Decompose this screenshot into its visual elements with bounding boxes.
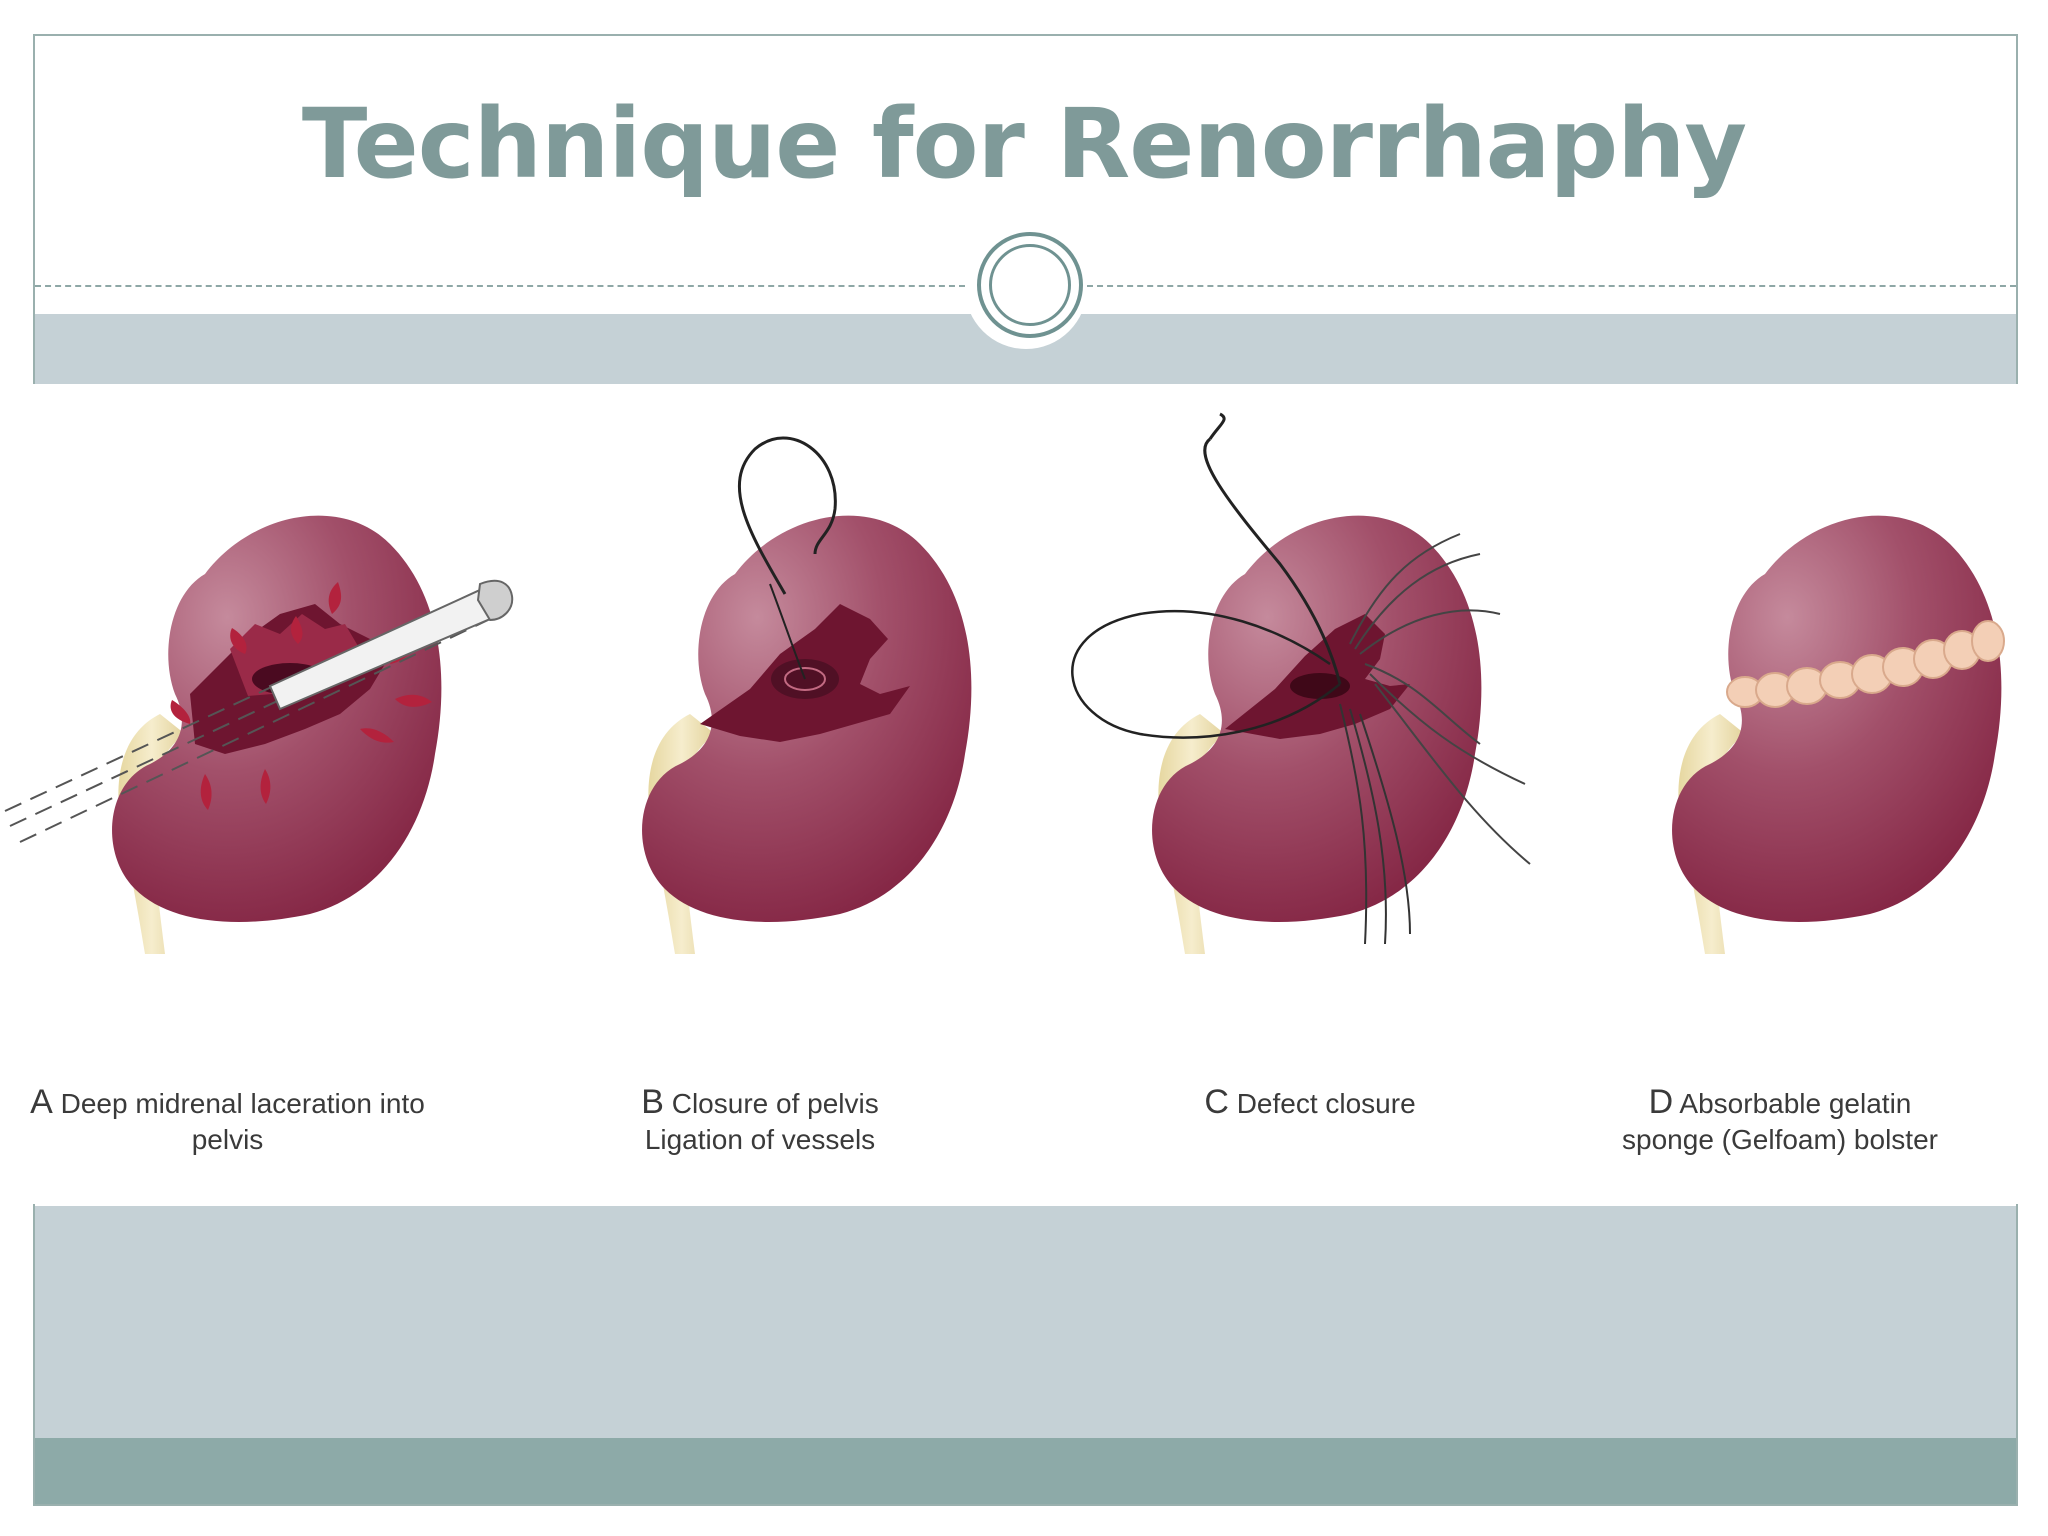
panel-b-kidney bbox=[642, 436, 972, 954]
footer-band-dark bbox=[35, 1438, 2016, 1504]
kidney-diagram-svg bbox=[4, 412, 2005, 954]
header-circle-ornament bbox=[977, 232, 1083, 338]
panel-a-caption: A Deep midrenal laceration into pelvis bbox=[5, 1084, 450, 1158]
panel-d-caption-line1: Absorbable gelatin bbox=[1679, 1088, 1912, 1119]
slide-title: Technique for Renorrhaphy bbox=[301, 88, 1747, 200]
panel-c-kidney bbox=[1071, 412, 1531, 954]
panel-d-kidney bbox=[1672, 515, 2005, 954]
footer-band-light bbox=[35, 1206, 2016, 1438]
panel-d-caption: D Absorbable gelatin sponge (Gelfoam) bo… bbox=[1570, 1084, 1990, 1158]
panel-a-letter: A bbox=[30, 1083, 53, 1121]
gelfoam-bolster bbox=[1726, 620, 2005, 708]
header-circle-ornament-inner bbox=[989, 244, 1071, 326]
panel-a-caption-line1: Deep midrenal laceration into bbox=[60, 1088, 425, 1119]
panel-b-caption-line1: Closure of pelvis bbox=[671, 1088, 879, 1119]
panel-c-letter: C bbox=[1204, 1083, 1229, 1121]
header-divider-left bbox=[35, 285, 965, 287]
panel-b-caption-line2: Ligation of vessels bbox=[644, 1124, 876, 1155]
panel-c-caption-line1: Defect closure bbox=[1236, 1088, 1416, 1119]
panel-b-letter: B bbox=[641, 1083, 664, 1121]
panel-a-kidney bbox=[4, 515, 514, 954]
panel-d-letter: D bbox=[1648, 1083, 1674, 1121]
panel-c-caption: C Defect closure bbox=[1110, 1084, 1510, 1122]
panel-d-caption-line2: sponge (Gelfoam) bolster bbox=[1622, 1124, 1938, 1155]
panel-b-caption: B Closure of pelvis Ligation of vessels bbox=[560, 1084, 960, 1158]
renorrhaphy-illustration: A Deep midrenal laceration into pelvis B… bbox=[0, 384, 2048, 1204]
panel-a-caption-line2: pelvis bbox=[191, 1124, 264, 1155]
header-divider-right bbox=[1087, 285, 2016, 287]
